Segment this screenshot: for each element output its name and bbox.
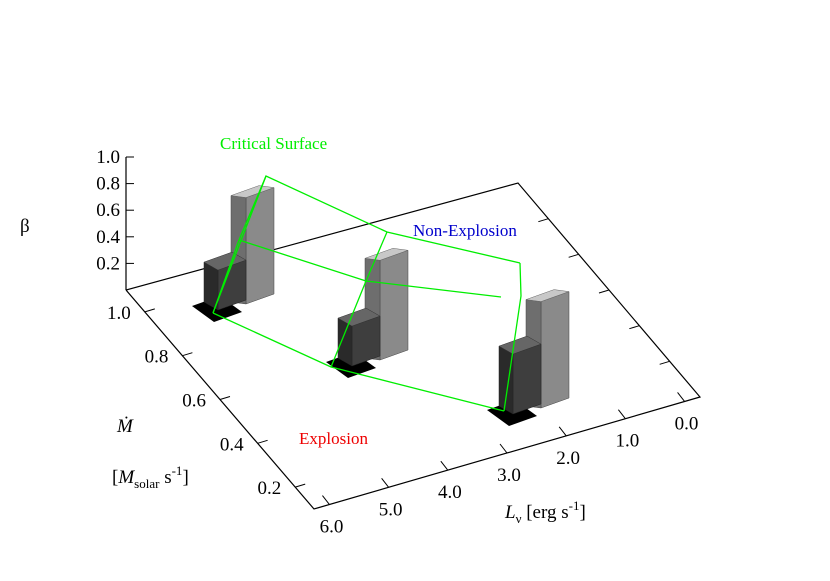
y-axis-title-unit: [Msolar s-1] <box>112 463 189 491</box>
x-axis-title-base: L <box>504 502 516 523</box>
y-axis-tick <box>295 483 306 488</box>
y-axis-back-tick <box>598 289 610 294</box>
x-axis-tick-label: 1.0 <box>615 431 639 452</box>
x-axis-tick-label: 5.0 <box>379 499 403 520</box>
y-axis-back-tick <box>659 360 670 365</box>
critical-surface-label: Critical Surface <box>220 134 327 153</box>
bar-high-top <box>230 185 275 198</box>
bar-low-front <box>512 343 542 415</box>
critical-surface-edge <box>212 175 521 314</box>
critical-surface-edge <box>503 262 522 412</box>
y-axis-unit-close: ] <box>182 467 188 488</box>
y-axis-tick-label: 1.0 <box>107 303 131 324</box>
x-axis-tick-label: 2.0 <box>556 448 580 469</box>
explosion-label: Explosion <box>299 429 368 448</box>
x-axis-title-sup: -1 <box>569 498 580 513</box>
critical-surface-edge <box>330 231 388 368</box>
floor-outline <box>125 182 702 510</box>
bar-low-side <box>498 345 514 415</box>
x-axis-title-sub: ν <box>516 511 522 526</box>
y-axis-back-tick <box>538 218 549 223</box>
x-axis-title-close: ] <box>579 502 585 523</box>
critical-surface-edge <box>212 239 240 314</box>
y-axis-title-symbol: Ṁ <box>116 416 134 437</box>
y-axis-unit-open: [ <box>112 467 118 488</box>
y-axis-unit-rest: s <box>159 467 171 488</box>
critical-surface-layer <box>212 175 522 412</box>
z-axis-title: β <box>20 216 30 237</box>
axes-layer: 1.0 0.8 0.6 0.4 0.2 1.0 0.8 0.6 0.4 0.2 0.0 1.0 2.0 3… <box>96 147 702 538</box>
y-axis-back-tick <box>568 253 579 258</box>
y-axis-tick <box>144 308 155 313</box>
x-axis-tick <box>440 460 449 471</box>
x-axis-title: Lν [erg s-1] <box>504 498 586 526</box>
x-axis-tick-label: 3.0 <box>497 465 521 486</box>
y-axis-tick <box>257 439 268 444</box>
x-axis-tick-label: 6.0 <box>320 517 344 538</box>
bar-low-top <box>337 307 381 327</box>
y-axis-unit-base: M <box>117 467 135 488</box>
z-axis-tick-label: 0.8 <box>96 174 120 195</box>
bar-low-side <box>203 261 219 311</box>
y-axis-tick <box>219 396 231 400</box>
x-axis-tick <box>558 426 567 437</box>
x-axis-tick <box>499 443 508 454</box>
z-axis-tick-label: 0.4 <box>96 227 120 248</box>
bar-high-top <box>525 289 570 302</box>
bar-high-front <box>540 291 570 409</box>
bars-layer <box>192 185 570 426</box>
y-axis-back-tick <box>629 325 640 330</box>
z-axis-tick-label: 1.0 <box>96 147 120 168</box>
y-axis-tick-label: 0.6 <box>182 391 206 412</box>
bar-high-front <box>245 187 275 305</box>
y-axis-tick <box>182 352 193 357</box>
y-axis-tick-label: 0.8 <box>145 347 169 368</box>
x-axis-tick-label: 4.0 <box>438 482 462 503</box>
y-axis-unit-sub: solar <box>134 476 160 491</box>
non-explosion-label: Non-Explosion <box>413 221 517 240</box>
y-axis-unit-sup: -1 <box>172 463 183 478</box>
x-axis-tick-label: 0.0 <box>675 413 699 434</box>
critical-surface-edge <box>238 175 267 241</box>
z-axis-tick-label: 0.2 <box>96 253 120 274</box>
bar-high-front <box>379 249 409 361</box>
y-axis-tick-label: 0.4 <box>220 434 244 455</box>
x-axis-tick <box>677 392 685 402</box>
x-axis-tick <box>381 478 390 488</box>
x-axis-tick <box>617 409 626 419</box>
y-axis-tick-label: 0.2 <box>257 478 281 499</box>
x-axis-title-rest: [erg s <box>521 502 568 523</box>
z-axis-tick-label: 0.6 <box>96 200 120 221</box>
bar-low-top <box>498 335 542 355</box>
bar-low-side <box>337 317 353 367</box>
x-axis-tick <box>322 495 330 505</box>
